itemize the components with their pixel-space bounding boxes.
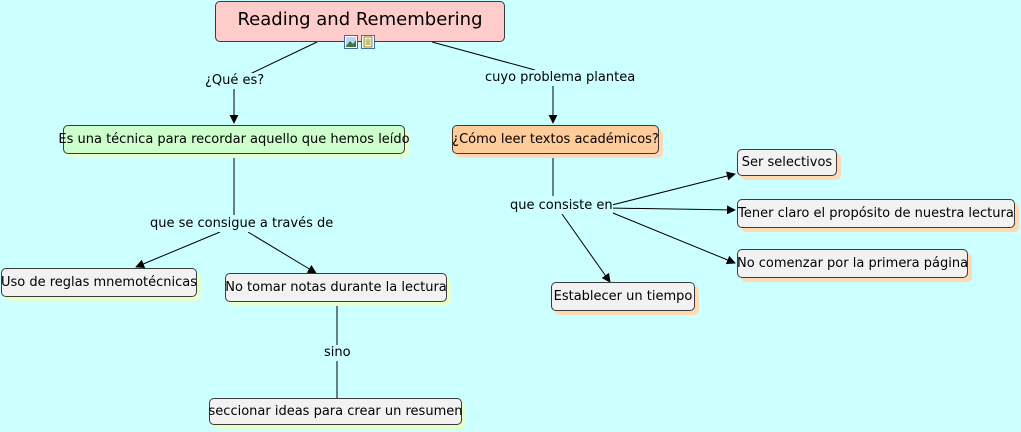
question-text: ¿Cómo leer textos académicos? [452,132,659,147]
connector-title-problem [431,41,536,71]
summary-node[interactable]: seccionar ideas para crear un resumen [209,398,462,425]
connector-title-whatis [249,41,318,75]
definition-node[interactable]: Es una técnica para recordar aquello que… [58,125,410,154]
image-icon[interactable] [344,35,358,49]
purpose-node[interactable]: Tener claro el propósito de nuestra lect… [737,199,1015,228]
no-notes-text: No tomar notas durante la lectura [225,280,447,295]
first-page-text: No comenzar por la primera página [736,256,969,271]
purpose-text: Tener claro el propósito de nuestra lect… [738,206,1014,221]
arrow-consists-purpose [607,205,736,215]
link-label-achieved-by: que se consigue a través de [150,216,334,232]
link-label-consists-of: que consiste en [510,198,613,214]
link-label-problem: cuyo problema plantea [485,70,636,86]
mnemonics-node[interactable]: Uso de reglas mnemotécnicas [1,268,197,297]
selective-text: Ser selectivos [741,155,833,170]
link-label-but: sino [324,345,351,361]
no-notes-node[interactable]: No tomar notas durante la lectura [225,273,447,302]
mnemonics-text: Uso de reglas mnemotécnicas [0,275,198,290]
title-text: Reading and Remembering [237,9,483,30]
time-text: Establecer un tiempo [553,289,693,304]
title-node[interactable]: Reading and Remembering [215,1,505,42]
arrow-achieved-no-notes [247,231,317,274]
arrow-consists-first-page [607,210,736,265]
time-node[interactable]: Establecer un tiempo [551,282,695,311]
link-label-what-is: ¿Qué es? [205,73,265,89]
definition-text: Es una técnica para recordar aquello que… [58,132,410,147]
notes-icon[interactable] [361,35,375,49]
arrow-achieved-mnemonics [135,231,221,269]
arrow-consists-selective [607,171,736,207]
question-node[interactable]: ¿Cómo leer textos académicos? [452,125,659,154]
summary-text: seccionar ideas para crear un resumen [208,404,463,419]
selective-node[interactable]: Ser selectivos [737,149,837,176]
arrow-consists-time [561,213,611,283]
first-page-node[interactable]: No comenzar por la primera página [737,249,968,278]
